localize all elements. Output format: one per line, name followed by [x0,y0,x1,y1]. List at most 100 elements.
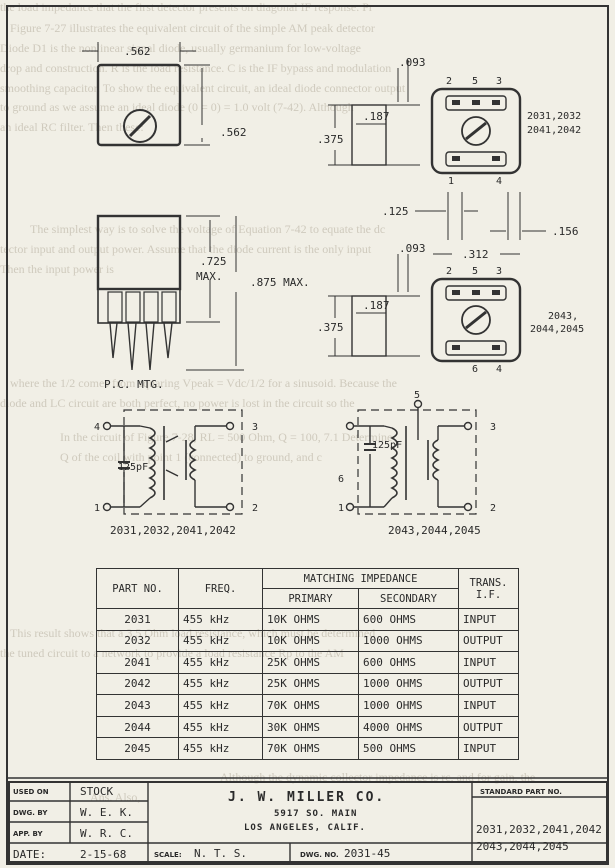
dim-upper-375: .375 [317,133,344,146]
side-dims-upper: .093 .375 .187 [317,56,426,166]
header-part-no: PART NO. [96,568,179,609]
table-row: 2032 455 kHz 10K OHMS 1000 OHMS OUTPUT [96,629,520,653]
side-dims-lower: .093 .375 .187 [317,242,426,357]
right-pin-3: 3 [490,422,496,433]
front-view: .562 .562 [82,42,247,147]
cell-trans: INPUT [458,651,520,674]
cell-freq: 455 kHz [178,715,263,739]
side-base [97,288,181,324]
cell-primary: 10K OHMS [262,608,359,631]
header-trans-if: TRANS. I.F. [458,568,520,609]
front-body [96,63,182,147]
lower-pin-bot-1: 6 [472,364,478,375]
cell-primary: 10K OHMS [262,629,359,653]
left-pin-4: 4 [94,422,100,433]
right-pin-5: 5 [414,390,420,401]
cell-freq: 455 kHz [178,651,263,674]
table-row: 2042 455 kHz 25K OHMS 1000 OHMS OUTPUT [96,672,520,696]
upper-pin-top-3: 3 [496,76,502,87]
cell-part: 2043 [96,694,179,717]
right-pin-2: 2 [490,503,496,514]
cell-primary: 70K OHMS [262,694,359,717]
header-matching-impedance: MATCHING IMPEDANCE [261,568,460,589]
header-freq: FREQ. [178,568,263,609]
upper-part-numbers-1: 2031,2032 [527,111,581,122]
cell-freq: 455 kHz [178,629,263,653]
dim-side-725: .725 [200,255,227,268]
dim-312: .312 [462,248,489,261]
used-on-label: USED ON [13,788,49,796]
company-name: J. W. MILLER CO. [228,790,386,805]
table-row: 2031 455 kHz 10K OHMS 600 OHMS INPUT [96,608,520,631]
address-line-2: LOS ANGELES, CALIF. [244,823,366,833]
lower-part-numbers-1: 2043, [548,311,578,322]
cell-trans: INPUT [458,694,520,717]
cell-part: 2032 [96,629,179,653]
left-pin-3: 3 [252,422,258,433]
cell-secondary: 600 OHMS [357,608,460,631]
specifications-table: PART NO. FREQ. MATCHING IMPEDANCE TRANS.… [96,568,520,760]
right-pin-6: 6 [338,474,344,485]
ghost-line: Although the dynamic collector impedance… [220,770,536,784]
ghost-line: where the 1/2 comes from squaring Vpeak … [10,376,397,390]
upper-pin-bot-2: 4 [496,176,502,187]
header-secondary: SECONDARY [357,588,460,609]
dim-lower-375: .375 [317,321,344,334]
cell-freq: 455 kHz [178,608,263,631]
shield-outline [357,409,477,515]
schematic-right: 125pF 5 6 1 3 2 2043,2044,2045 [338,390,496,537]
cell-trans: INPUT [458,737,520,760]
dim-lower-093: .093 [399,242,426,255]
cell-part: 2042 [96,672,179,696]
upper-pin-top-1: 2 [446,76,452,87]
dwg-by-label: DWG. BY [13,809,48,817]
upper-part-numbers-2: 2041,2042 [527,125,581,136]
left-pin-1: 1 [94,503,100,514]
lower-part-numbers-2: 2044,2045 [530,324,584,335]
dwg-no-value: 2031-45 [344,847,391,860]
dwg-by-value: W. E. K. [80,806,133,819]
app-by-label: APP. BY [13,830,43,838]
ghost-line: In the circuit of Figure 7-28, RL = 500 … [60,430,393,444]
bottom-view-upper: 2 5 3 1 4 2031,2032 2041,2042 [430,76,581,187]
cell-primary: 25K OHMS [262,651,359,674]
lower-pin-top-3: 3 [496,266,502,277]
cell-primary: 30K OHMS [262,715,359,739]
ghost-line: Figure 7-27 illustrates the equivalent c… [10,21,375,35]
app-by-value: W. R. C. [80,827,133,840]
title-block-grid [8,781,608,863]
cell-freq: 455 kHz [178,672,263,696]
ghost-line: tector input and output power. Assume th… [0,242,372,256]
dim-front-height: .562 [220,126,247,139]
cell-secondary: 500 OHMS [357,737,460,760]
upper-pin-bot-1: 1 [448,176,454,187]
ghost-line: diode and LC circuit are both perfect, n… [0,396,355,410]
title-block: USED ON STOCK DWG. BY W. E. K. APP. BY W… [8,781,608,863]
pc-mtg-label: P.C. MTG. [104,378,164,391]
table-row: 2041 455 kHz 25K OHMS 600 OHMS INPUT [96,651,520,674]
dim-upper-187: .187 [363,110,390,123]
cell-primary: 25K OHMS [262,672,359,696]
cell-part: 2044 [96,715,179,739]
std-parts-line-1: 2031,2032,2041,2042 [476,823,602,836]
cell-secondary: 1000 OHMS [357,694,460,717]
date-value: 2-15-68 [80,848,127,861]
ghost-line: The simplest way is to solve the voltage… [30,222,386,236]
left-pin-2: 2 [252,503,258,514]
cap-label-left: 125pF [118,462,148,473]
dim-upper-093: .093 [399,56,426,69]
ghost-line: smoothing capacitor. To show the equival… [0,81,406,95]
dim-125: .125 [382,205,409,218]
lower-pin-bot-2: 4 [496,364,502,375]
dim-side-875: .875 MAX. [250,276,310,289]
cell-trans: OUTPUT [458,672,520,696]
upper-body [430,87,522,175]
cell-freq: 455 kHz [178,737,263,760]
ghost-line: an ideal RC filter. Then these: [0,120,144,134]
scale-value: N. T. S. [194,847,247,860]
scale-label: SCALE: [154,851,182,859]
cell-part: 2031 [96,608,179,631]
right-part-label: 2043,2044,2045 [388,524,481,537]
sheet-border [6,5,609,865]
